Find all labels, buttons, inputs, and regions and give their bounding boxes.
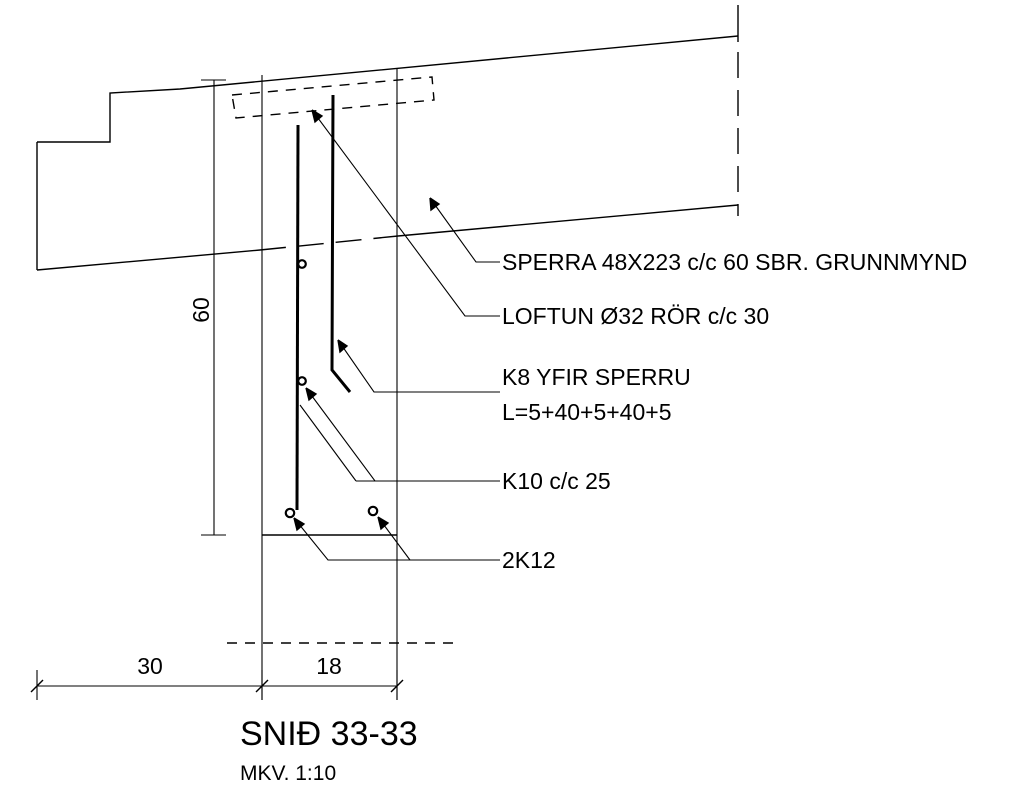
annotation-labels: SPERRA 48X223 c/c 60 SBR. GRUNNMYND LOFT… <box>502 249 967 573</box>
dimension-wall: 18 <box>316 653 342 679</box>
rebar-dot-2 <box>297 376 307 386</box>
rebar-dot-1 <box>297 259 307 269</box>
label-k10: K10 c/c 25 <box>502 468 611 494</box>
label-ventilation: LOFTUN Ø32 RÖR c/c 30 <box>502 303 769 329</box>
rebar-k8 <box>330 94 352 393</box>
scale-label: MKV. 1:10 <box>240 762 336 785</box>
rebar-dot-k12-left <box>284 507 296 519</box>
ventilation-pipe <box>231 76 435 119</box>
dimension-height: 60 <box>188 297 214 323</box>
leader-lines <box>293 109 500 561</box>
rebar-group <box>284 94 379 519</box>
wall-outline <box>227 68 455 700</box>
label-2k12: 2K12 <box>502 547 556 573</box>
label-rafter: SPERRA 48X223 c/c 60 SBR. GRUNNMYND <box>502 249 967 275</box>
section-title: SNIÐ 33-33 <box>240 715 418 753</box>
rebar-dot-k12-right <box>367 505 379 517</box>
width-dimensions: 30 18 <box>30 653 404 700</box>
dimension-overhang: 30 <box>137 653 163 679</box>
rebar-k10-stirrup <box>295 124 300 511</box>
roof-rafter-outline <box>36 5 739 271</box>
title-block: SNIÐ 33-33 MKV. 1:10 <box>240 715 418 785</box>
height-dimension: 60 <box>188 79 226 536</box>
label-k8-line1: K8 YFIR SPERRU <box>502 364 691 390</box>
label-k8-line2: L=5+40+5+40+5 <box>502 399 672 425</box>
